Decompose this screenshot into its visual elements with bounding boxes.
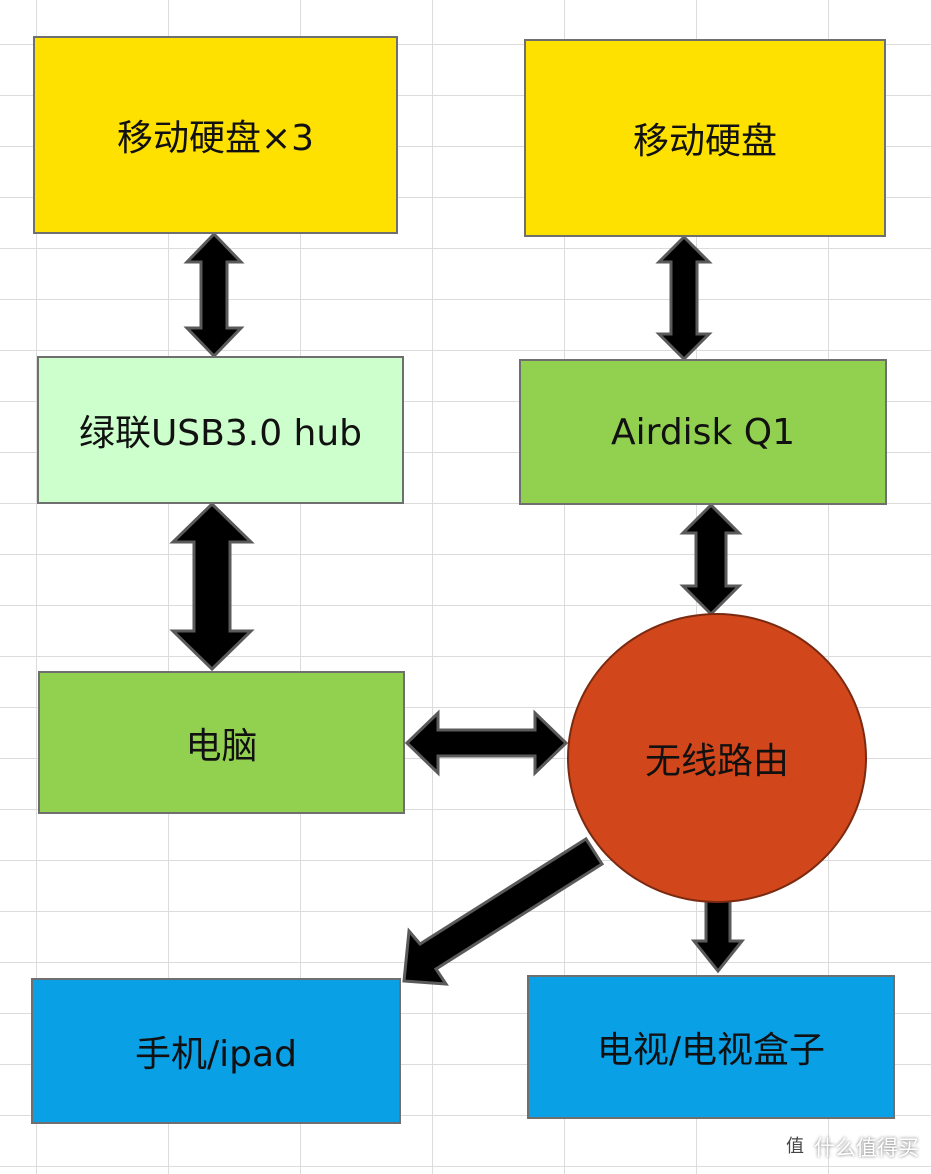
arrow-router-tv [690,898,746,974]
tv-box: 电视/电视盒子 [527,975,895,1119]
arrow-airdisk-router [679,502,743,617]
arrow-hub-pc [169,501,255,672]
watermark-text: 什么值得买 [814,1136,919,1160]
phone-ipad-box: 手机/ipad [31,978,401,1124]
wireless-router-label: 无线路由 [644,741,789,782]
watermark: 值 什么值得买 [782,1132,919,1162]
usb-hub-label: 绿联USB3.0 hub [78,413,363,454]
portable-drives-x3-box: 移动硬盘×3 [33,36,398,234]
portable-drive-label: 移动硬盘 [632,121,777,162]
wireless-router-circle: 无线路由 [567,613,867,903]
portable-drive-box: 移动硬盘 [524,39,886,237]
arrow-disk-airdisk [655,234,713,362]
airdisk-box: Airdisk Q1 [519,359,887,505]
arrow-pc-router [404,709,569,777]
phone-ipad-label: 手机/ipad [135,1034,297,1075]
computer-label: 电脑 [185,725,258,767]
portable-drives-x3-label: 移动硬盘×3 [116,118,315,159]
tv-label: 电视/电视盒子 [596,1030,826,1071]
arrow-router-phone [402,836,605,986]
airdisk-label: Airdisk Q1 [611,411,795,453]
arrow-disk3-hub [183,231,245,359]
computer-box: 电脑 [38,671,405,814]
watermark-logo-icon: 值 [782,1134,808,1160]
usb-hub-box: 绿联USB3.0 hub [37,356,404,504]
